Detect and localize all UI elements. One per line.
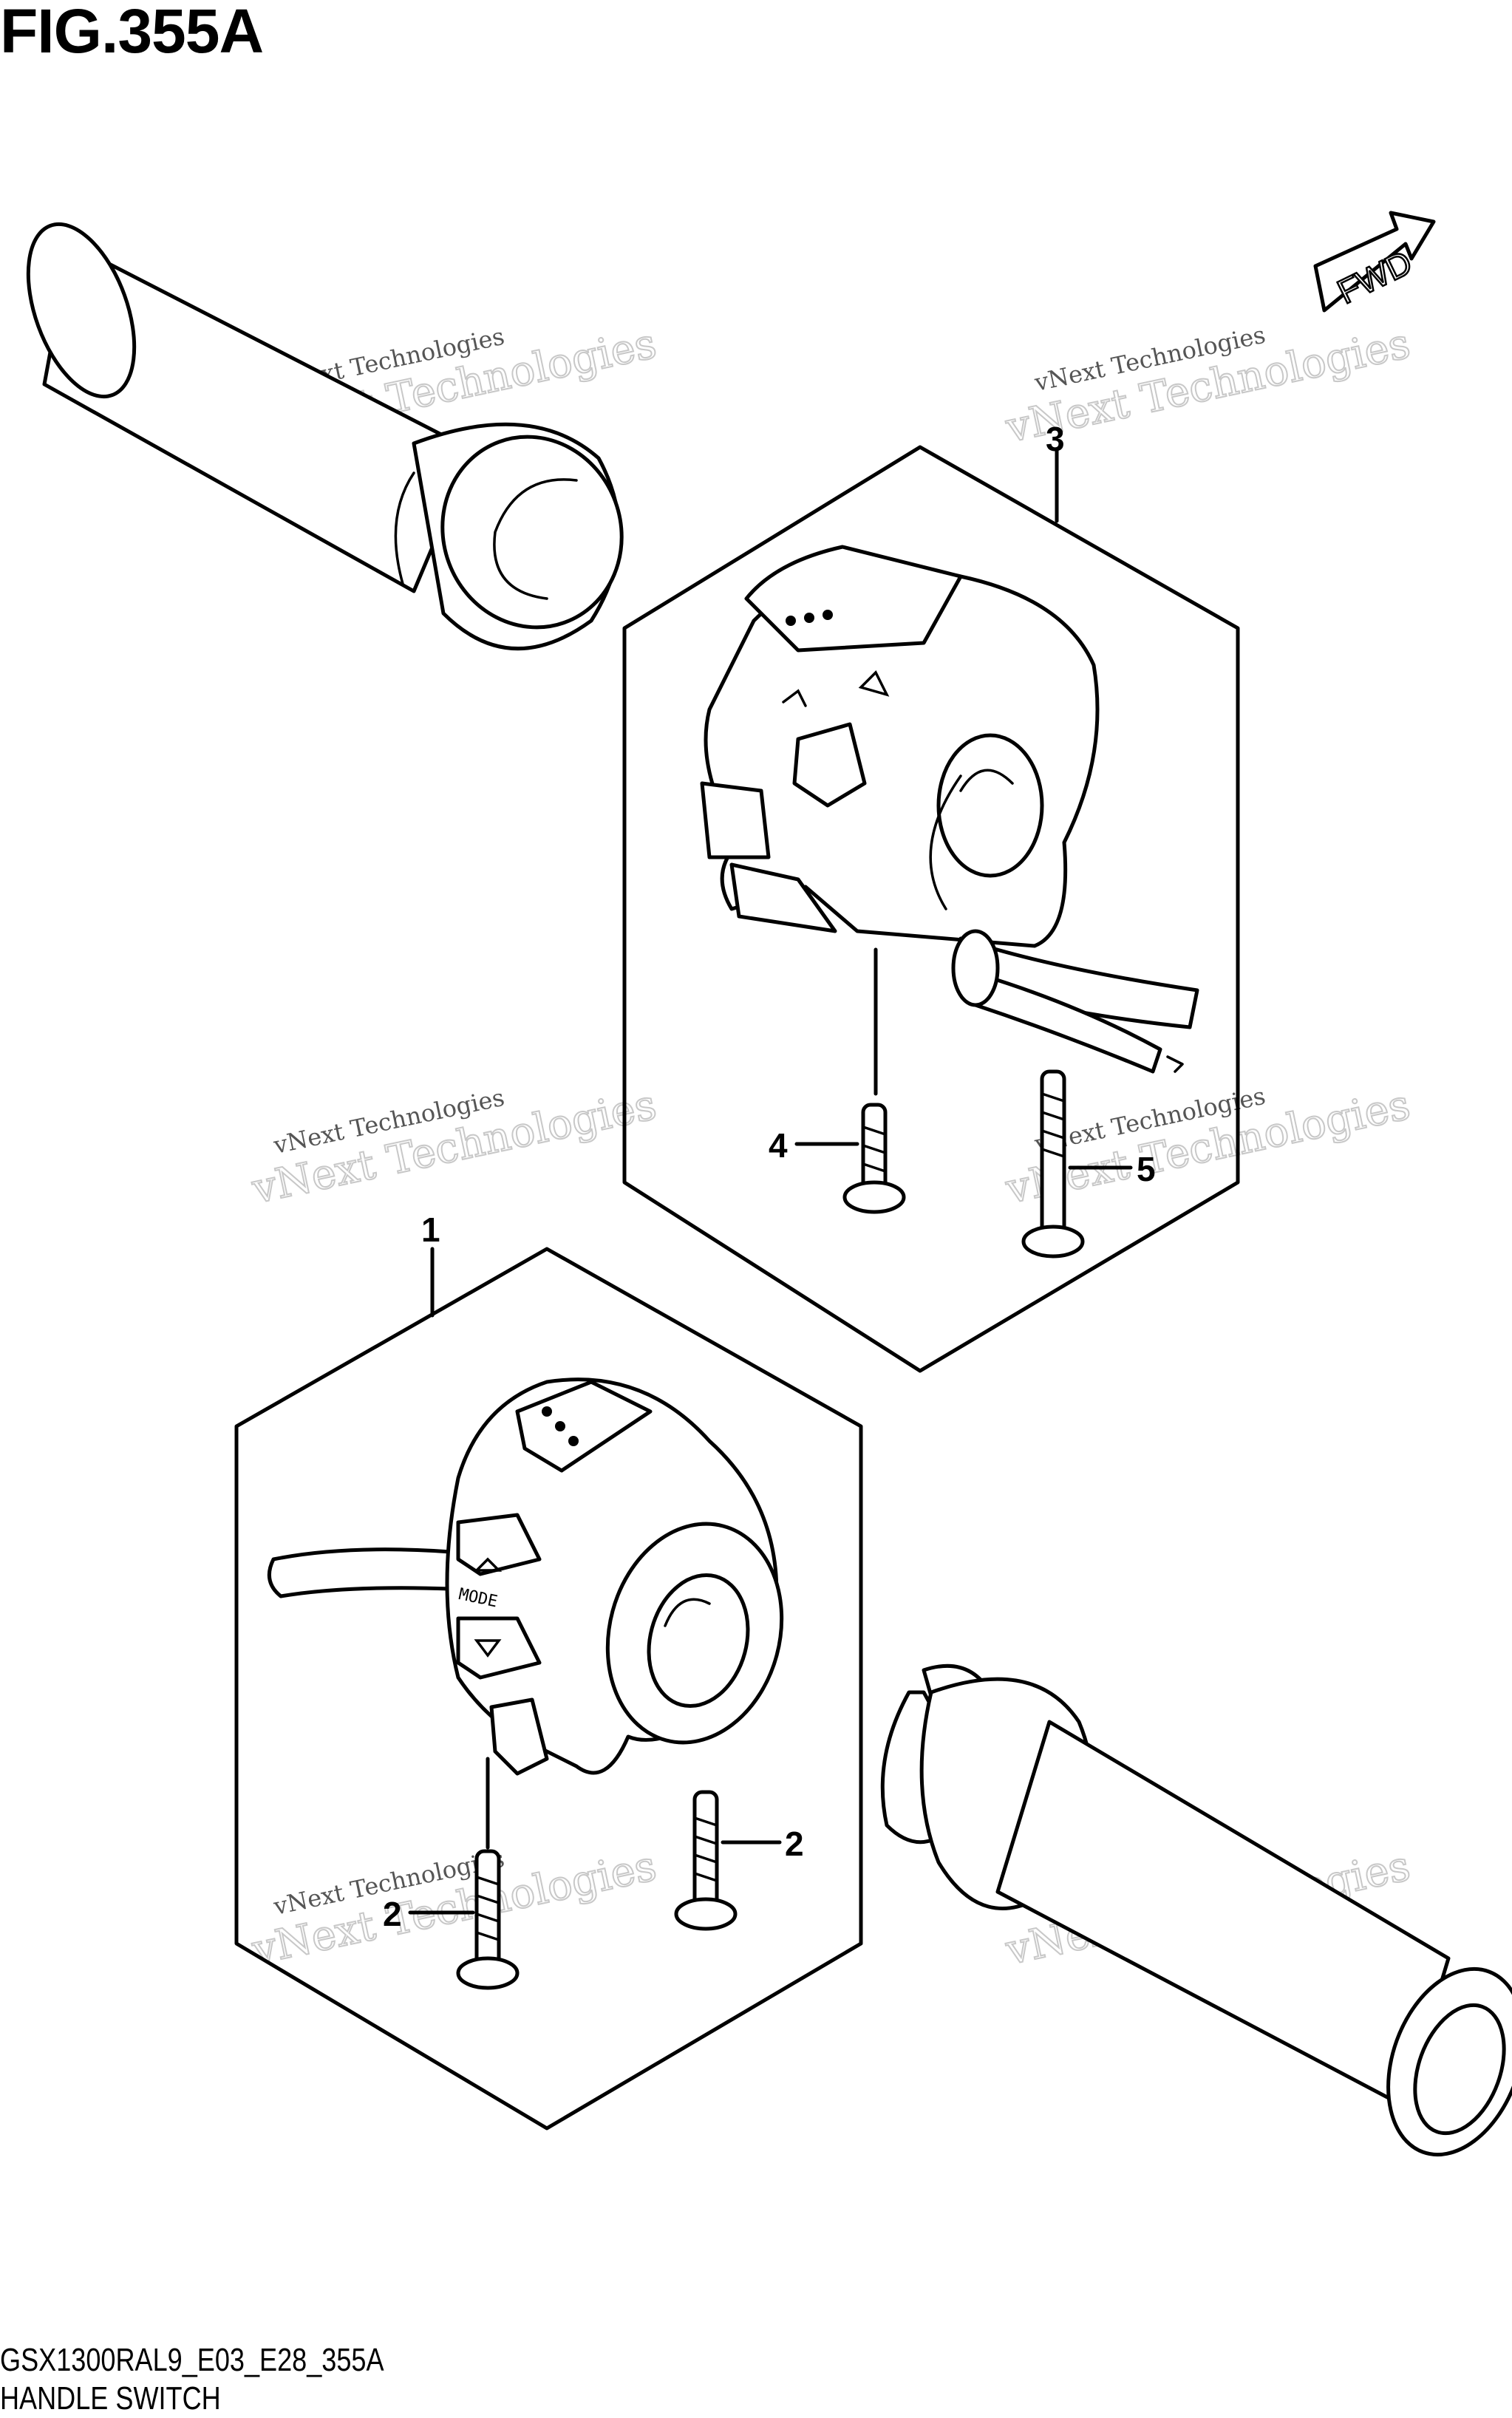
watermark-bottom-left: vNext Technologies vNext Technologies [247, 1842, 661, 1975]
callout-5: 5 [1137, 1150, 1156, 1188]
left-handle-switch-housing: MODE [267, 1377, 784, 1776]
part-1-group-outline [234, 1247, 863, 2131]
callout-3: 3 [1046, 420, 1065, 458]
callout-2-right: 2 [785, 1825, 804, 1863]
part-3-group-outline [622, 445, 1240, 1373]
right-throttle-grip [880, 1663, 1512, 2157]
callout-1: 1 [421, 1210, 440, 1249]
fwd-arrow-icon: FWD [1313, 211, 1436, 313]
figure-code: GSX1300RAL9_E03_E28_355A [0, 2342, 384, 2378]
screw-5 [1021, 1069, 1085, 1259]
left-handlebar-grip [26, 222, 624, 650]
screw-2-left [456, 1849, 520, 1990]
right-handle-switch-housing [700, 545, 1199, 1074]
figure-title: FIG.355A [0, 0, 264, 66]
figure-caption: HANDLE SWITCH [0, 2380, 221, 2417]
callout-4: 4 [769, 1126, 788, 1165]
callout-2-left: 2 [383, 1895, 402, 1933]
watermark-middle-left: vNext Technologies vNext Technologies [247, 1080, 661, 1214]
screw-2-right [674, 1790, 738, 1931]
screw-4 [842, 1103, 906, 1214]
